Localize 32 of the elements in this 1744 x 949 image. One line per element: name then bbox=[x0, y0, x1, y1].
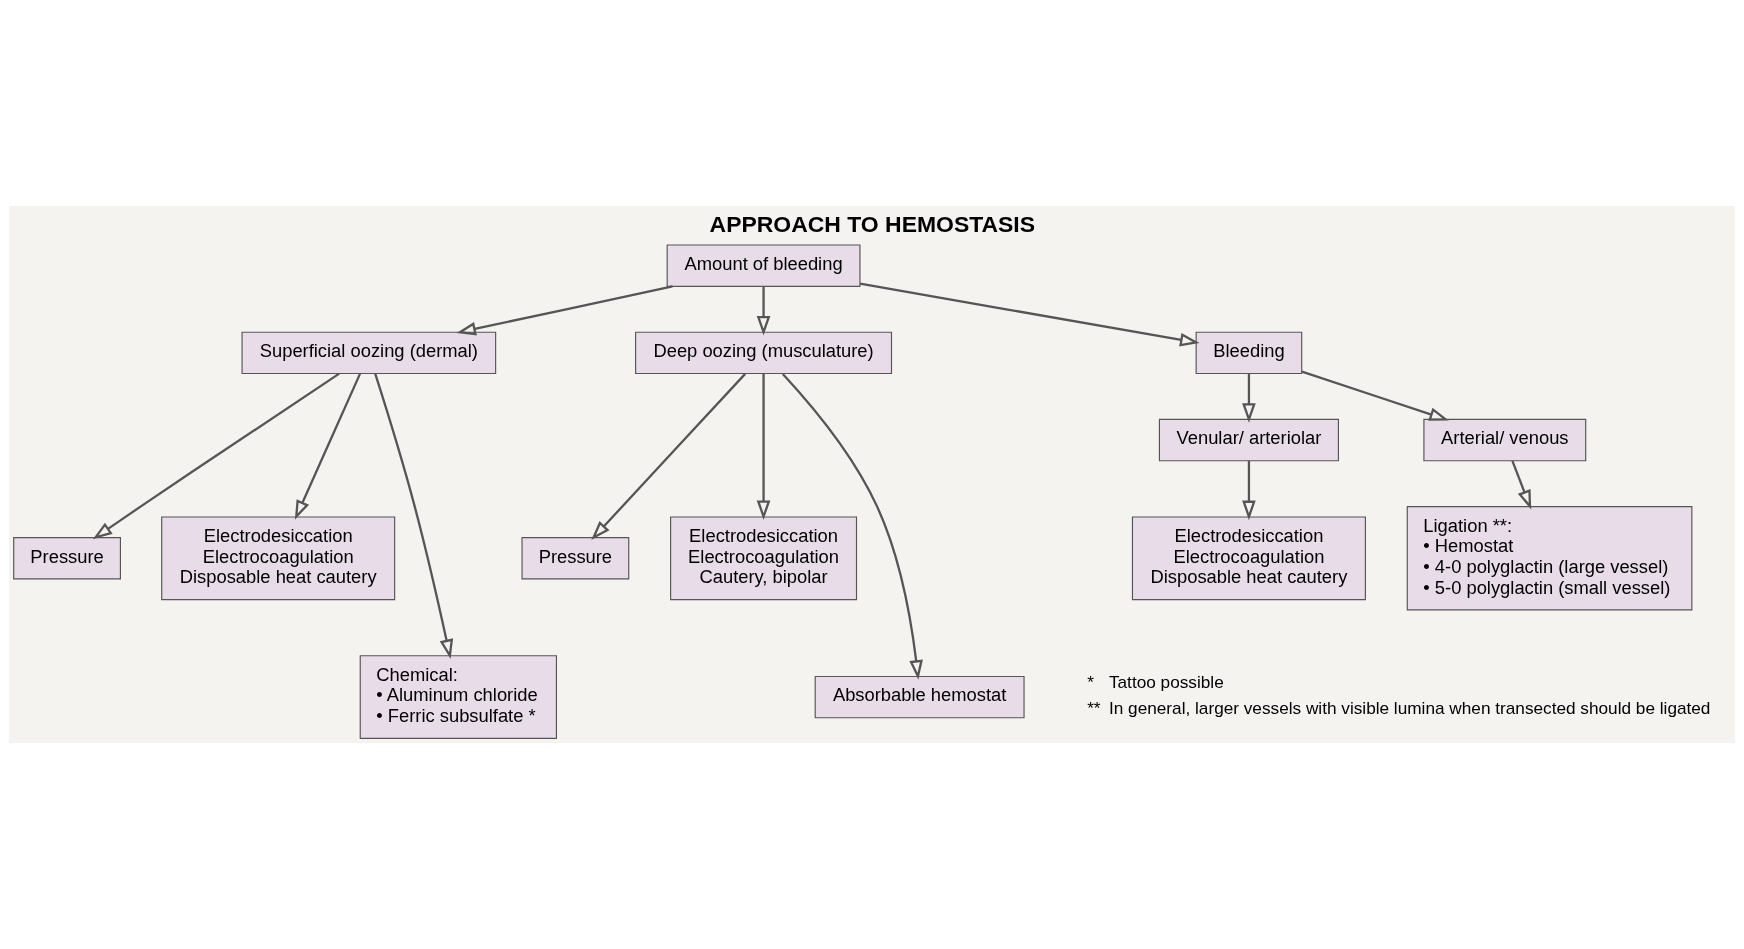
node-box: Electrodesiccation Electrocoagulation Disposable heat cautery bbox=[161, 516, 396, 601]
diagram-title: APPROACH TO HEMOSTASIS bbox=[709, 211, 1036, 238]
label: In general, larger vessels with visible lumina when transected should be ligated bbox=[1108, 698, 1711, 719]
node-box: Deep oozing (musculature) bbox=[635, 331, 893, 375]
arrow bbox=[374, 373, 454, 659]
node-box: Superficial oozing (dermal) bbox=[241, 331, 497, 375]
arrow bbox=[1301, 370, 1449, 421]
node-box: Electrodesiccation Electrocoagulation Cautery, bipolar bbox=[670, 516, 858, 601]
node-box: Bleeding bbox=[1195, 331, 1303, 375]
node-box: Arterial/ venous bbox=[1423, 418, 1587, 462]
node-box: Chemical: • Aluminum chloride • Ferric subsulfate * bbox=[359, 655, 558, 739]
arrow bbox=[92, 372, 340, 540]
node-box: Pressure bbox=[13, 537, 121, 580]
arrow bbox=[859, 282, 1200, 347]
label: ** bbox=[1087, 698, 1101, 719]
node-box: Venular/ arteriolar bbox=[1158, 418, 1339, 462]
label: * bbox=[1087, 671, 1094, 692]
arrow bbox=[1242, 373, 1256, 423]
node-box: Amount of bleeding bbox=[666, 244, 861, 287]
arrow bbox=[294, 373, 362, 520]
arrow bbox=[756, 286, 771, 336]
arrow bbox=[1511, 460, 1532, 510]
label: Tattoo possible bbox=[1108, 671, 1224, 692]
node-box: Electrodesiccation Electrocoagulation Disposable heat cautery bbox=[1131, 516, 1366, 601]
node-box: Ligation **: • Hemostat • 4-0 polyglactin (large vessel) • 5-0 polyglactin (small vessel) bbox=[1406, 506, 1693, 611]
arrow bbox=[756, 373, 771, 521]
arrow bbox=[591, 373, 747, 541]
arrow bbox=[781, 373, 923, 680]
arrow bbox=[1242, 460, 1256, 521]
arrow bbox=[456, 285, 673, 336]
node-box: Pressure bbox=[521, 537, 630, 580]
node-box: Absorbable hemostat bbox=[814, 675, 1025, 719]
